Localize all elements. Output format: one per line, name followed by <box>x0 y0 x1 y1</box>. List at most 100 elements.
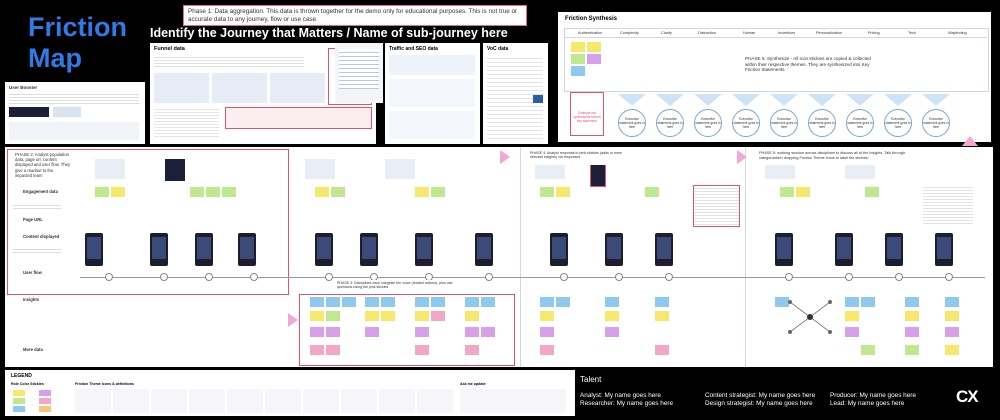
funnel-title: Funnel data <box>154 46 185 52</box>
traffic-table <box>389 79 475 107</box>
talent-lead: Lead: My name goes here <box>830 400 905 407</box>
insight-sticky <box>605 311 619 321</box>
screen-thumb <box>605 233 623 266</box>
up-arrow <box>962 136 978 146</box>
phase6-note: PHASE 6: Synthesize - All icon stickies … <box>743 55 883 83</box>
insight-sticky <box>326 327 340 337</box>
talent-content-strategist: Content strategist: My name goes here <box>705 392 816 399</box>
funnel-chart-2 <box>212 73 267 103</box>
funnel-shape <box>732 94 760 106</box>
insight-sticky <box>326 345 340 355</box>
col-pricing: Pricing <box>868 31 880 35</box>
insight-sticky <box>605 297 619 307</box>
syn-sticky <box>587 42 601 52</box>
statement-circle-6: Executive statement goes in here <box>808 109 836 137</box>
eng-sticky <box>190 187 204 197</box>
screen-thumb <box>238 233 256 266</box>
insight-sticky <box>342 297 356 307</box>
insight-sticky <box>905 345 919 355</box>
mini-chart <box>165 159 185 181</box>
legend-chip <box>13 398 25 404</box>
eng-sticky <box>415 187 429 197</box>
funnel-summary <box>154 55 304 69</box>
screen-thumb <box>835 233 853 266</box>
insight-sticky <box>905 311 919 321</box>
phase5-note: PHASE 5: working session across discipli… <box>757 150 927 165</box>
statement-circle-1: Executive statement goes in here <box>618 109 646 137</box>
user-flow-line <box>80 277 985 278</box>
insight-sticky <box>845 327 859 337</box>
insight-sticky <box>540 311 554 321</box>
traffic-title: Traffic and SEO data <box>389 46 438 52</box>
insight-sticky <box>310 311 324 321</box>
statement-circle-4: Executive statement goes in here <box>732 109 760 137</box>
legend-chip <box>13 390 25 396</box>
mini-chart <box>305 159 335 179</box>
phase2-region <box>7 149 289 295</box>
phase3-region <box>299 294 515 366</box>
screen-thumb <box>935 233 953 266</box>
insight-sticky <box>655 297 669 307</box>
insight-sticky <box>365 311 379 321</box>
journey-board: Engagement data Page URL Content display… <box>5 147 993 367</box>
page-title: Friction Map <box>28 12 127 74</box>
user-booster-stat <box>53 107 81 117</box>
traffic-chart <box>389 55 475 75</box>
user-booster-panel: User Booster <box>5 82 145 144</box>
syn-sticky <box>571 54 585 64</box>
screen-thumb <box>150 233 168 266</box>
insight-sticky <box>415 345 429 355</box>
funnel-shape <box>922 94 950 106</box>
col-distraction: Distraction <box>698 31 716 35</box>
lane-notes <box>13 247 61 255</box>
phase-arrow <box>737 150 747 164</box>
eng-sticky <box>315 187 329 197</box>
title-word-2: Map <box>28 43 82 73</box>
phase4-note: PHASE 4: Analyst responds to pink sticki… <box>528 150 624 165</box>
legend-ask-box <box>460 389 566 413</box>
funnel-table <box>225 107 372 129</box>
voc-badge <box>533 95 543 103</box>
flow-node <box>250 273 258 281</box>
funnel-shape <box>618 94 646 106</box>
statement-circle-3: Executive statement goes in here <box>694 109 722 137</box>
eng-sticky <box>780 187 794 197</box>
insight-sticky <box>326 297 340 307</box>
talent-producer: Producer: My name goes here <box>830 392 916 399</box>
funnel-shape <box>694 94 722 106</box>
phase-arrow <box>288 313 298 327</box>
mini-chart <box>95 159 125 179</box>
eng-sticky <box>645 187 659 197</box>
legend-icon-definitions <box>75 389 455 413</box>
icon-cluster-diagram <box>788 300 832 334</box>
insight-sticky <box>945 345 959 355</box>
screen-thumb <box>475 233 493 266</box>
voc-panel: VoC data <box>483 43 548 144</box>
cx-logo: CX <box>956 387 979 406</box>
eng-sticky <box>796 187 810 197</box>
col-clarity: Clarity <box>661 31 672 35</box>
traffic-panel: Traffic and SEO data <box>385 43 480 144</box>
flow-node <box>205 273 213 281</box>
insight-sticky <box>431 297 445 307</box>
insight-sticky <box>556 297 570 307</box>
legend-chip <box>39 406 51 412</box>
lane-insights: Insights <box>23 297 40 302</box>
funnel-shape <box>884 94 912 106</box>
statement-circle-7: Executive statement goes in here <box>846 109 874 137</box>
funnel-shape <box>808 94 836 106</box>
insight-sticky <box>365 297 379 307</box>
funnel-shape <box>656 94 684 106</box>
eng-sticky <box>556 187 570 197</box>
insight-sticky <box>945 297 959 307</box>
eng-sticky <box>540 187 554 197</box>
user-booster-thumbs <box>9 122 139 140</box>
col-human: Human <box>743 31 756 35</box>
legend-panel: LEGEND Role Color Stickies Friction Them… <box>5 370 575 416</box>
phase1-note: Phase 1: Data aggregation. This data is … <box>183 5 527 26</box>
legend-chip <box>13 406 25 412</box>
eng-sticky <box>206 187 220 197</box>
insight-sticky <box>415 327 429 337</box>
insight-sticky <box>540 327 554 337</box>
synthesis-title: Friction Synthesis <box>565 16 618 22</box>
